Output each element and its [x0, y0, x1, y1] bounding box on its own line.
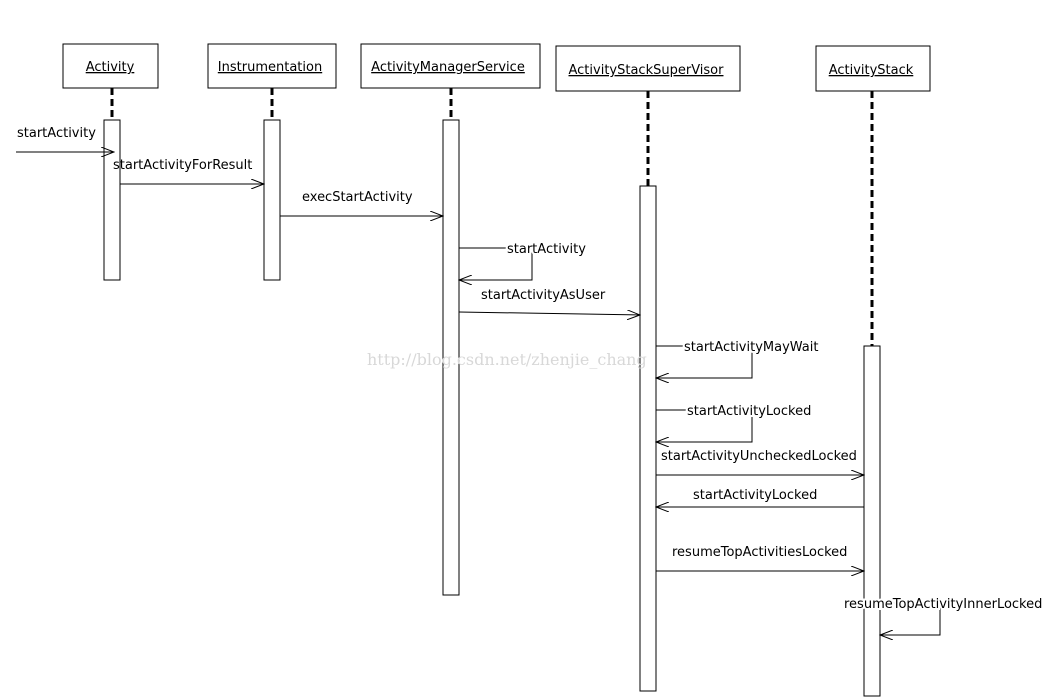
- message-supervisor-start-activity-locked: startActivityLocked: [656, 402, 813, 442]
- participant-box: [815, 45, 931, 92]
- activation-bar: [263, 119, 281, 281]
- participant-activity-manager-service: ActivityManagerService: [360, 43, 541, 596]
- activation-bar: [103, 119, 121, 281]
- message-stack-start-activity-locked: startActivityLocked: [656, 488, 864, 507]
- participant-activity-stack: ActivityStack: [815, 45, 931, 697]
- participant-activity-stack-supervisor: ActivityStackSuperVisor: [555, 45, 741, 692]
- message-arrow: [880, 602, 941, 635]
- message-exec-start-activity: execStartActivity: [280, 190, 443, 216]
- message-label: startActivity: [17, 126, 96, 141]
- message-label: startActivityAsUser: [481, 288, 606, 303]
- participant-activity: Activity: [62, 43, 159, 281]
- message-label: resumeTopActivitiesLocked: [672, 545, 847, 560]
- message-start-activity-may-wait: startActivityMayWait: [656, 338, 820, 378]
- message-start-activity-for-result: startActivityForResult: [113, 158, 264, 184]
- participant-label: Instrumentation: [218, 60, 322, 75]
- message-resume-top-activity-inner-locked: resumeTopActivityInnerLocked: [842, 595, 1044, 635]
- activation-bar: [639, 185, 657, 692]
- watermark-text: http://blog.csdn.net/zhenjie_chang: [367, 350, 647, 369]
- message-label: startActivityMayWait: [684, 340, 818, 355]
- message-ams-start-activity: startActivity: [459, 240, 588, 280]
- participant-label: Activity: [86, 60, 135, 75]
- message-label: startActivityForResult: [113, 158, 252, 173]
- message-start-activity-as-user: startActivityAsUser: [458, 288, 640, 315]
- participant-instrumentation: Instrumentation: [207, 43, 337, 281]
- participant-box: [555, 45, 741, 92]
- message-label: resumeTopActivityInnerLocked: [844, 597, 1042, 612]
- message-label: startActivityLocked: [693, 488, 817, 503]
- participant-box: [207, 43, 337, 89]
- message-label: startActivityLocked: [687, 404, 811, 419]
- message-resume-top-activities-locked: resumeTopActivitiesLocked: [656, 545, 864, 571]
- message-start-activity-unchecked-locked: startActivityUncheckedLocked: [656, 449, 864, 475]
- message-label: startActivityUncheckedLocked: [661, 449, 857, 464]
- message-label: startActivity: [507, 242, 586, 257]
- participant-box: [62, 43, 159, 89]
- message-arrow: [656, 345, 753, 378]
- participant-box: [360, 43, 541, 89]
- participant-label: ActivityStackSuperVisor: [569, 63, 725, 78]
- activation-bar: [442, 119, 460, 596]
- message-arrow: [656, 409, 753, 442]
- message-arrow: [458, 312, 640, 315]
- participant-label: ActivityStack: [829, 63, 914, 78]
- activation-bar: [863, 345, 881, 697]
- participant-label: ActivityManagerService: [371, 60, 525, 75]
- message-label: execStartActivity: [302, 190, 413, 205]
- message-arrow: [459, 247, 533, 280]
- message-start-activity: startActivity: [16, 126, 114, 152]
